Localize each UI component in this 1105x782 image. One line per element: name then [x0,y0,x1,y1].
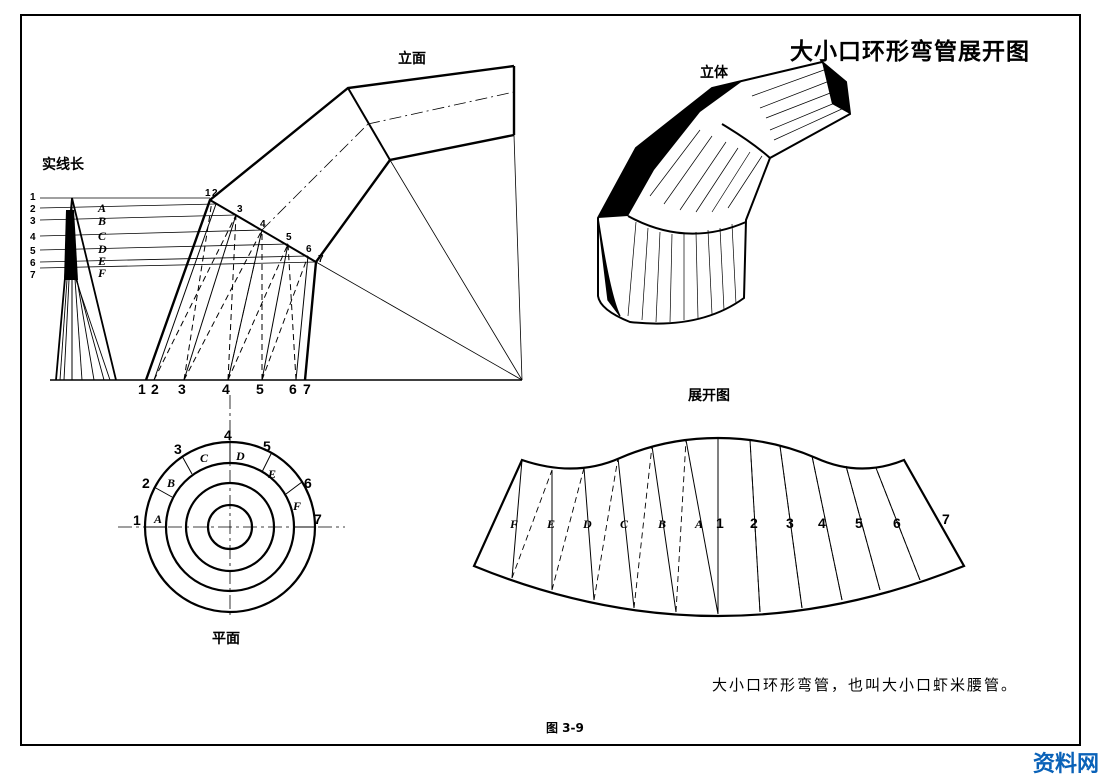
dev-label-6: 6 [893,515,901,531]
dev-label-e: E [546,517,555,531]
plan-point-1: 1 [133,512,141,528]
plan-letter-c: C [200,451,209,465]
tl-number-4: 4 [30,232,36,243]
dev-label-c: C [620,517,629,531]
joint-point-4: 4 [260,219,266,230]
plan-letter-f: F [292,499,301,513]
true-length-diagram [55,197,117,381]
dev-label-d: D [582,517,592,531]
elevation-point-7: 7 [303,381,311,397]
tl-letter-a: A [97,201,106,215]
development-label: 展开图 [688,388,730,404]
dev-label-a: A [694,517,703,531]
tl-number-6: 6 [30,258,36,269]
plan-letter-b: B [166,476,175,490]
plan-letter-d: D [235,449,245,463]
page-title: 大小口环形弯管展开图 [790,38,1030,65]
joint-point-2: 2 [212,188,218,199]
caption-text: 大小口环形弯管，也叫大小口虾米腰管。 [712,676,1019,694]
dev-label-3: 3 [786,515,794,531]
dev-label-b: B [657,517,666,531]
watermark-logo: 资料网 [1032,752,1099,777]
solid-view [597,60,852,325]
elevation-point-2: 2 [151,381,159,397]
solid-view-label: 立体 [700,65,728,81]
elevation-point-3: 3 [178,381,186,397]
tl-letter-d: D [97,242,107,256]
joint-point-6: 6 [306,244,312,255]
plan-point-4: 4 [224,427,232,443]
plan-point-7: 7 [314,511,322,527]
dev-label-2: 2 [750,515,758,531]
dev-label-1: 1 [716,515,724,531]
drawing-frame [20,14,1081,746]
tl-letter-b: B [97,214,106,228]
figure-number: 图 3-9 [546,721,584,735]
elevation-label: 立面 [398,51,426,67]
tl-number-5: 5 [30,246,36,257]
joint-point-3: 3 [237,204,243,215]
tl-number-1: 1 [30,192,36,203]
elevation-point-5: 5 [256,381,264,397]
plan-point-5: 5 [263,438,271,454]
elevation-view [39,64,523,381]
tl-number-7: 7 [30,270,36,281]
development-view [472,436,966,618]
plan-point-6: 6 [304,475,312,491]
dev-label-f: F [509,517,518,531]
tl-number-2: 2 [30,204,36,215]
plan-letter-a: A [153,512,162,526]
true-length-label: 实线长 [42,157,84,173]
joint-point-7: 7 [318,254,324,265]
elevation-point-1: 1 [138,381,146,397]
elevation-point-4: 4 [222,381,230,397]
plan-point-3: 3 [174,441,182,457]
plan-view [118,395,345,615]
plan-letter-e: E [267,467,276,481]
dev-label-4: 4 [818,515,826,531]
joint-point-5: 5 [286,232,292,243]
tl-letter-e: E [97,254,106,268]
tl-letter-c: C [98,229,107,243]
tl-letter-f: F [97,266,106,280]
joint-point-1: 1 [205,188,211,199]
plan-label: 平面 [212,631,240,647]
dev-label-7: 7 [942,511,950,527]
tl-number-3: 3 [30,216,36,227]
dev-label-5: 5 [855,515,863,531]
elevation-point-6: 6 [289,381,297,397]
plan-point-2: 2 [142,475,150,491]
